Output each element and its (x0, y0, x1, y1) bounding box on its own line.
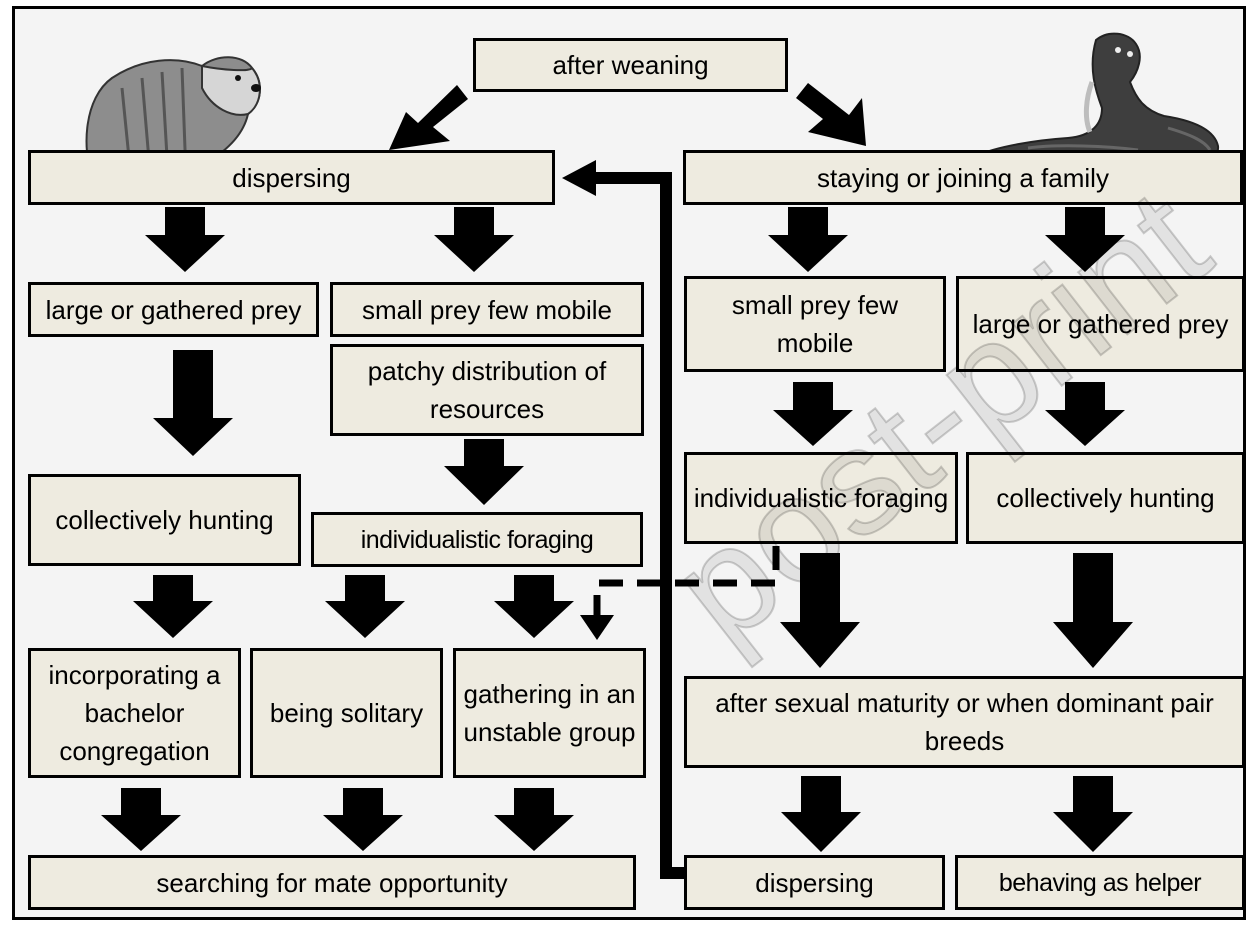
arrow-patchy-to-indiv (444, 439, 524, 505)
arrow-maturity-to-dispersing (781, 776, 861, 852)
arrow-loop-return (588, 172, 690, 879)
arrow-staying-to-small-prey (768, 207, 848, 272)
arrow-indiv-to-solitary (325, 575, 405, 638)
box-after-sexual-maturity: after sexual maturity or when dominant p… (684, 676, 1245, 768)
arrow-collective-to-maturity (1053, 553, 1133, 668)
arrow-dashed-head (580, 615, 614, 640)
arrow-staying-to-large-prey (1045, 207, 1125, 272)
box-dispersing: dispersing (28, 150, 555, 205)
arrow-to-dispersing (389, 85, 468, 150)
arrow-bachelor-to-mate (101, 788, 181, 851)
arrow-indiv-to-maturity (780, 553, 860, 668)
box-searching-mate: searching for mate opportunity (28, 855, 636, 910)
box-large-prey-right: large or gathered prey (956, 276, 1245, 372)
box-individualistic-foraging-left: individualistic foraging (311, 512, 643, 567)
box-large-prey-left: large or gathered prey (28, 282, 319, 337)
arrow-to-staying (796, 83, 866, 146)
box-small-prey-left: small prey few mobile (330, 282, 644, 337)
arrow-dispersing-to-large-prey (145, 207, 225, 272)
box-dispersing-bottom: dispersing (684, 855, 945, 910)
arrow-large-prey-to-collective-right (1045, 382, 1125, 446)
box-unstable-group: gathering in an unstable group (453, 648, 646, 778)
box-behaving-as-helper: behaving as helper (955, 855, 1245, 910)
arrow-solitary-to-mate (323, 788, 403, 851)
box-small-prey-right: small prey few mobile (684, 276, 946, 372)
arrow-small-prey-to-indiv (773, 382, 853, 446)
box-collectively-hunting-right: collectively hunting (966, 452, 1245, 544)
arrow-dispersing-to-small-prey (434, 207, 514, 272)
arrow-large-prey-to-collective (153, 350, 233, 456)
box-collectively-hunting-left: collectively hunting (28, 474, 301, 566)
dashed-connector (593, 546, 780, 616)
box-individualistic-foraging-right: individualistic foraging (684, 452, 958, 544)
box-patchy-distribution: patchy distribution of resources (330, 344, 644, 436)
box-after-weaning: after weaning (473, 38, 788, 92)
arrow-maturity-to-helper (1053, 776, 1133, 852)
arrow-unstable-to-mate (494, 788, 574, 851)
box-being-solitary: being solitary (250, 648, 443, 778)
arrow-indiv-to-unstable (494, 575, 574, 638)
box-bachelor-congregation: incorporating a bachelor congregation (28, 648, 241, 778)
box-staying-or-joining: staying or joining a family (683, 150, 1243, 205)
arrow-collective-to-bachelor (133, 575, 213, 638)
